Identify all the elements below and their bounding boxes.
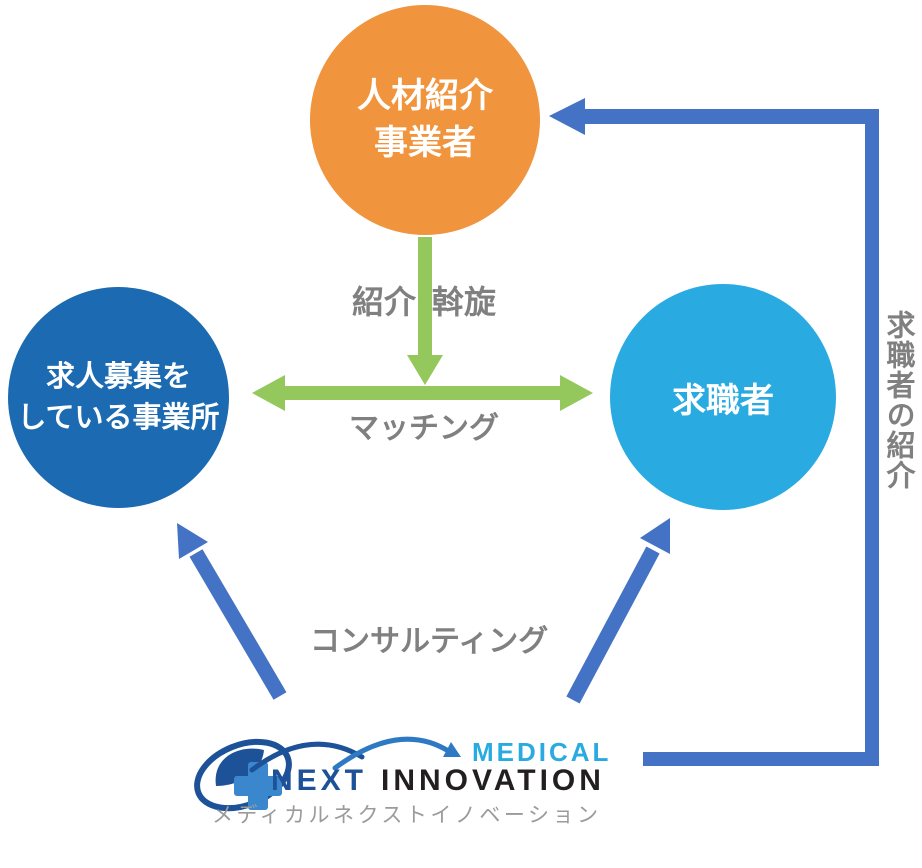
consulting-arrow-left (177, 523, 287, 700)
logo-text-innovation: INNOVATION (381, 764, 605, 797)
logo-text-next: NEXT (271, 764, 368, 797)
logo-mark (194, 736, 461, 812)
logo-swoosh-arc-1 (249, 741, 365, 773)
logo-cross-icon-vertical (248, 762, 268, 810)
jobseeker-referral-arrow (549, 98, 879, 766)
logo-swoosh-arc-2 (332, 736, 453, 771)
logo-text-katakana: メディカルネクストイノベーション (212, 804, 602, 827)
green-matching-arrow-shaft (283, 386, 562, 400)
node-recruitment-agency-label: 人材紹介 事業者 (357, 77, 493, 162)
consulting-arrow-right-head (640, 518, 670, 554)
logo-wordmark: NEXT INNOVATION (271, 764, 605, 798)
consulting-arrow-right (566, 518, 670, 704)
label-consulting: コンサルティング (310, 625, 549, 658)
node-recruitment-agency: 人材紹介 事業者 (310, 5, 540, 235)
node-jobseeker: 求職者 (610, 284, 836, 510)
green-down-arrow-shaft (418, 237, 432, 359)
node-hiring-employer: 求人募集を している事業所 (8, 287, 229, 508)
label-matching: マッチング (349, 412, 499, 445)
consulting-arrow-left-shaft (189, 549, 287, 700)
logo-swoosh-arrowhead (443, 742, 461, 757)
consulting-arrow-right-shaft (566, 546, 660, 704)
green-matching-arrow-left-head (252, 375, 285, 411)
node-jobseeker-label: 求職者 (672, 381, 774, 420)
node-hiring-employer-label: 求人募集を している事業所 (17, 360, 220, 434)
green-matching-arrow-right-head (560, 375, 593, 411)
green-matching-arrow (252, 375, 593, 411)
label-jobseeker-referral: 求職者の紹介 (882, 310, 914, 490)
label-placement: 斡旋 (432, 284, 497, 320)
consulting-arrow-left-head (177, 523, 208, 559)
green-down-arrow-head (407, 355, 443, 385)
jobseeker-referral-arrow-head (549, 98, 585, 135)
logo-text-medical: MEDICAL (472, 737, 612, 767)
green-down-arrow (407, 237, 443, 385)
logo-leaf (215, 748, 264, 786)
label-referral: 紹介 (352, 284, 417, 320)
